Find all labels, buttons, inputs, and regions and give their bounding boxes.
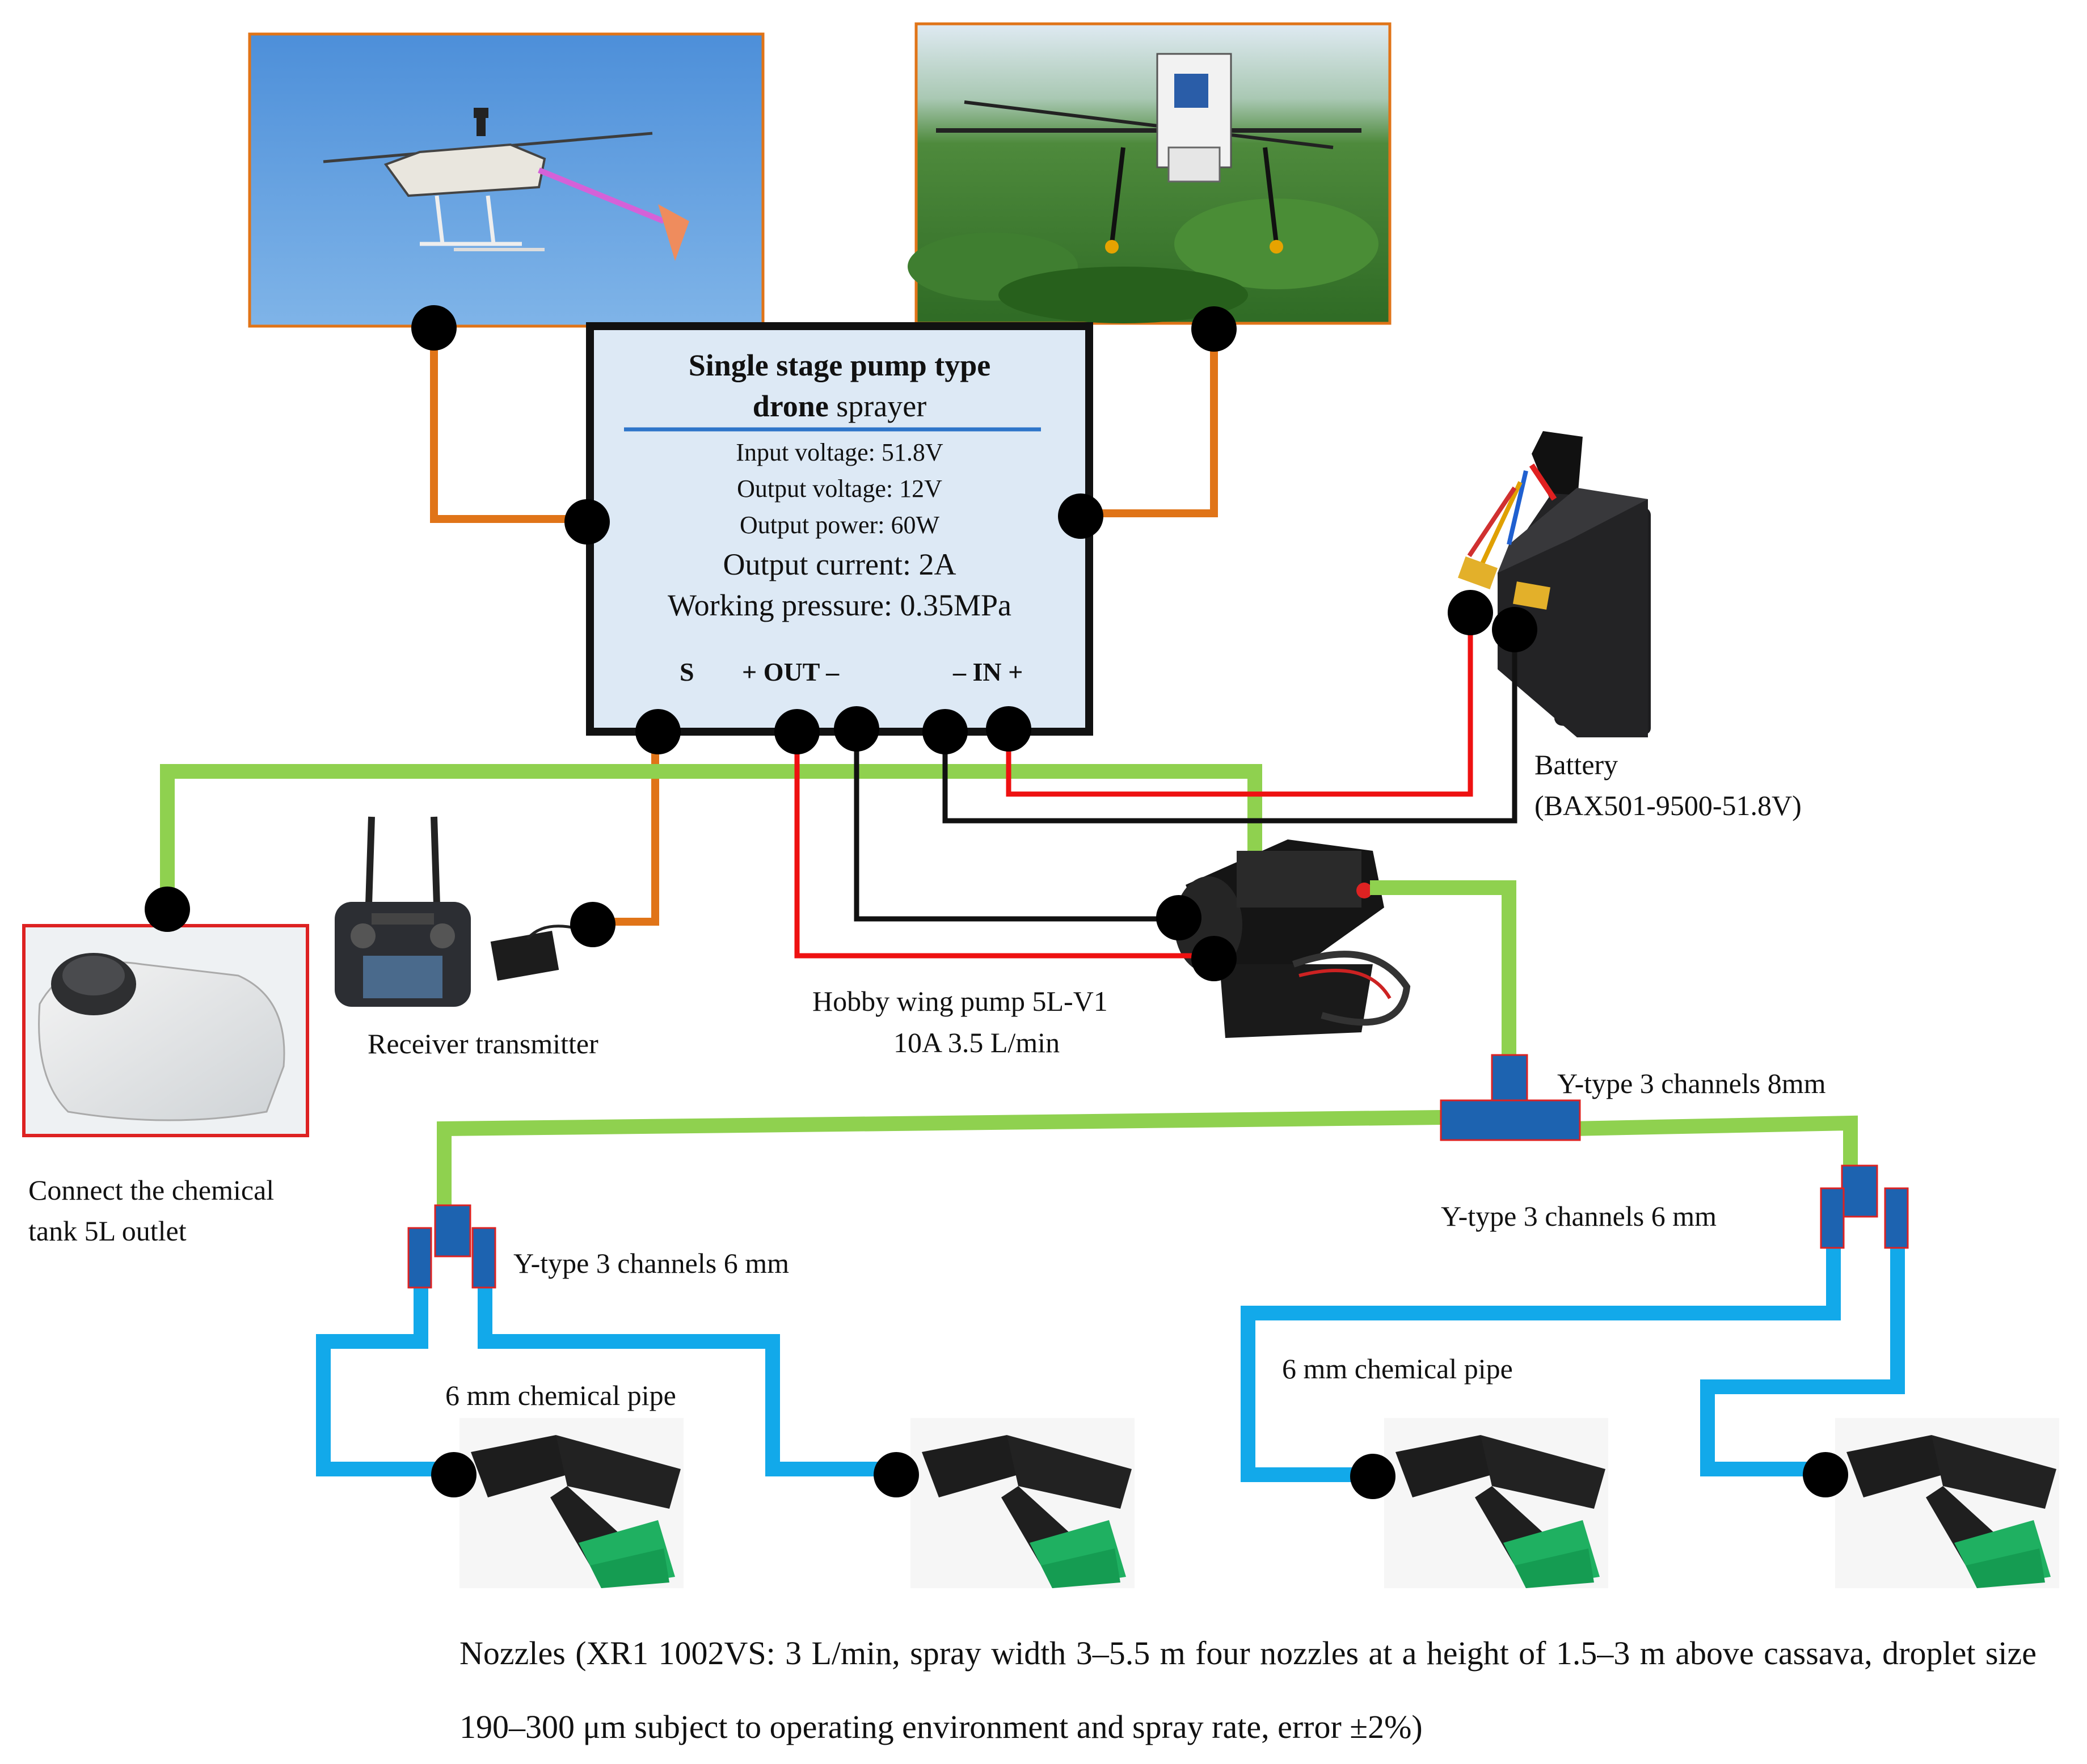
nozzle-1-photo <box>459 1418 684 1588</box>
green-pipe-pump-out <box>1370 880 1516 1055</box>
black-wire-in <box>942 618 1517 824</box>
dot-nozzle-3 <box>1350 1454 1395 1499</box>
spec-input-voltage: Input voltage: 51.8V <box>736 438 943 466</box>
battery-model-label: (BAX501-9500-51.8V) <box>1534 790 1802 821</box>
y6-left-label: Y-type 3 channels 6 mm <box>513 1247 790 1279</box>
chemical-tank-photo <box>22 924 309 1137</box>
remote-controller-photo <box>335 816 585 1007</box>
y-connector-6mm-right <box>1820 1164 1909 1249</box>
pump-label: Hobby wing pump 5L-V1 <box>812 985 1108 1017</box>
orange-wire-helicopter <box>430 329 587 523</box>
pump-spec-label: 10A 3.5 L/min <box>893 1027 1060 1058</box>
nozzles-caption: Nozzles (XR1 1002VS: 3 L/min, spray widt… <box>459 1635 2037 1745</box>
dot-pin-in-neg <box>922 709 968 754</box>
dot-box-right <box>1058 493 1103 539</box>
dot-nozzle-2 <box>874 1452 919 1497</box>
pipe-right-label: 6 mm chemical pipe <box>1282 1353 1513 1385</box>
dot-multirotor <box>1191 306 1237 352</box>
connection-dots <box>145 305 1848 1499</box>
green-pipe-tank <box>160 764 1262 908</box>
black-wire-out <box>854 726 1179 922</box>
dot-nozzle-4 <box>1803 1452 1848 1497</box>
nozzle-2-photo <box>910 1418 1135 1588</box>
y-connector-8mm <box>1440 1054 1581 1141</box>
spec-output-current: Output current: 2A <box>723 547 956 581</box>
spec-output-voltage: Output voltage: 12V <box>737 475 942 503</box>
orange-wire-receiver <box>593 732 659 926</box>
nozzle-4-photo <box>1835 1418 2059 1588</box>
multirotor-drone-photo <box>908 22 1392 325</box>
y6-right-label: Y-type 3 channels 6 mm <box>1441 1200 1717 1232</box>
green-pipe-right-branch <box>1571 1115 1858 1166</box>
dot-tank <box>145 887 190 932</box>
nozzle-3-photo <box>1384 1418 1608 1588</box>
battery-photo <box>1457 431 1651 737</box>
red-wire-out <box>794 729 1213 959</box>
blue-pipe-right-a <box>1241 1239 1841 1482</box>
pin-s-label: S <box>680 657 694 686</box>
pin-out-label: + OUT – <box>742 657 840 686</box>
battery-label: Battery <box>1534 749 1618 780</box>
pipe-left-label: 6 mm chemical pipe <box>445 1379 676 1411</box>
dot-pump-black <box>1156 895 1201 940</box>
spec-output-power: Output power: 60W <box>740 511 939 539</box>
dot-pin-in-pos <box>986 706 1031 752</box>
pump-photo <box>1174 839 1411 1038</box>
tank-label-line2: tank 5L outlet <box>28 1215 187 1247</box>
green-pipe-left-branch <box>437 1110 1441 1208</box>
blue-pipe-left-a <box>316 1288 454 1476</box>
red-wire-in <box>1006 613 1473 797</box>
blue-pipe-right-b <box>1700 1239 1905 1476</box>
dot-helicopter <box>411 305 457 351</box>
tank-label-line1: Connect the chemical <box>28 1174 275 1206</box>
dot-battery-neg <box>1492 607 1537 652</box>
dot-box-left <box>564 499 610 545</box>
receiver-label: Receiver transmitter <box>368 1028 598 1060</box>
spec-working-pressure: Working pressure: 0.35MPa <box>667 588 1012 622</box>
helicopter-drone-photo <box>248 32 765 328</box>
dot-pin-out-pos <box>774 709 820 754</box>
dot-pin-out-neg <box>834 706 879 752</box>
orange-wire-multirotor <box>1081 329 1218 517</box>
dot-receiver <box>570 902 615 947</box>
dot-battery-pos <box>1448 590 1493 635</box>
sprayer-title: Single stage pump type drone sprayer <box>590 345 1089 427</box>
dot-pump-red <box>1191 936 1237 981</box>
pin-in-label: – IN + <box>953 657 1023 686</box>
sprayer-title-line1: Single stage pump type <box>688 348 991 382</box>
y8-label: Y-type 3 channels 8mm <box>1557 1067 1826 1099</box>
blue-pipe-left-b <box>478 1288 896 1476</box>
dot-nozzle-1 <box>431 1452 477 1497</box>
sprayer-title-normal2: sprayer <box>828 389 927 423</box>
dot-pin-s <box>635 709 681 754</box>
y-connector-6mm-left <box>407 1204 496 1289</box>
sprayer-title-bold2: drone <box>752 389 829 423</box>
